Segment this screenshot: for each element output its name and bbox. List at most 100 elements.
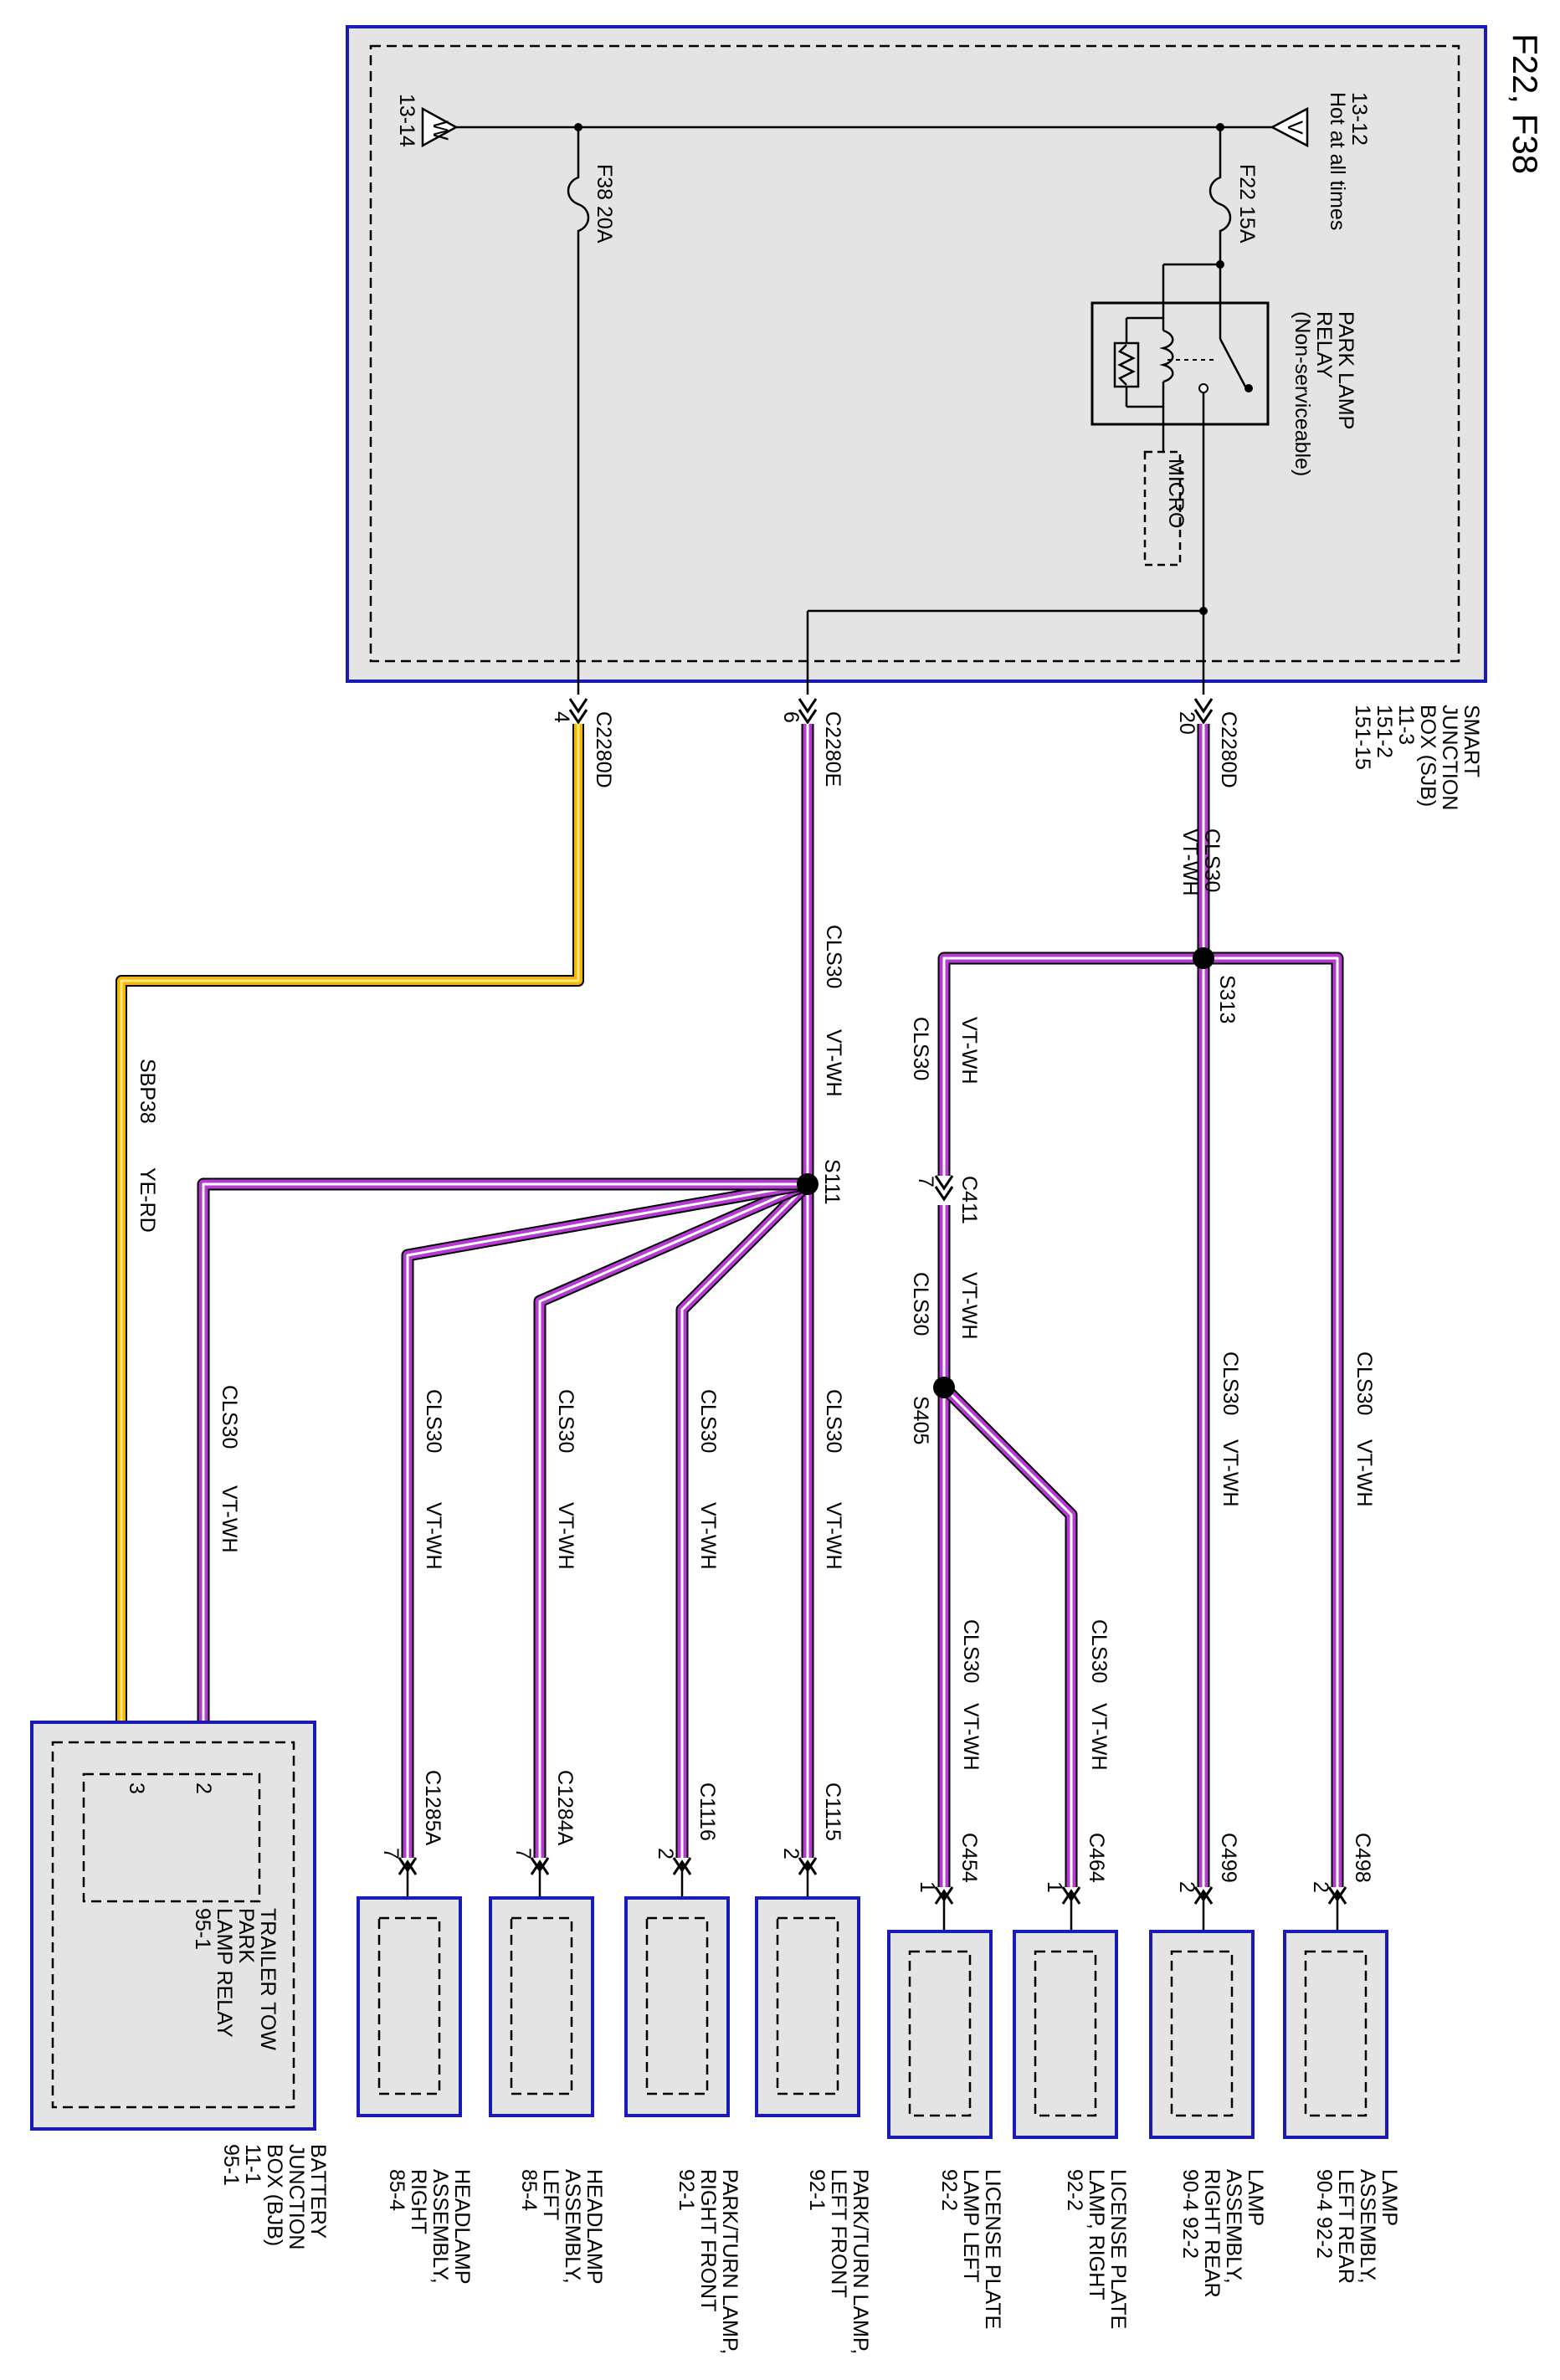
wire-label-yellow-color: YE-RD bbox=[136, 1167, 159, 1233]
c499-name: C499 bbox=[1217, 1833, 1240, 1883]
c411-name: C411 bbox=[957, 1176, 981, 1224]
license-right-inner bbox=[1034, 1950, 1097, 2117]
splice-s313 bbox=[1193, 947, 1214, 969]
park-turn-right-inner bbox=[645, 1916, 709, 2095]
wire-label-color: VT-WH bbox=[822, 1029, 845, 1097]
c454-name: C454 bbox=[957, 1833, 981, 1883]
svg-text:RIGHT: RIGHT bbox=[407, 2169, 430, 2234]
fuse-f22-label: F22 15A bbox=[1235, 164, 1259, 244]
sjb-label-1: SMART bbox=[1460, 705, 1483, 777]
c2280d-4-name: C2280D bbox=[592, 711, 615, 788]
svg-text:PARK/TURN LAMP,: PARK/TURN LAMP, bbox=[718, 2169, 742, 2354]
splice-s313-label: S313 bbox=[1215, 975, 1239, 1023]
wire-label-color: VT-WH bbox=[696, 1502, 720, 1570]
label-park-turn-right: PARK/TURN LAMP, RIGHT FRONT 92-1 bbox=[675, 2169, 742, 2354]
sjb-inner-outline bbox=[369, 44, 1460, 663]
lamp-left-rear-inner bbox=[1304, 1950, 1368, 2117]
lamp-right-rear-box bbox=[1149, 1930, 1255, 2139]
wire-label-circuit: CLS30 bbox=[422, 1389, 445, 1453]
svg-text:LICENSE PLATE: LICENSE PLATE bbox=[981, 2169, 1004, 2329]
wire-stripe bbox=[942, 957, 1203, 1176]
wire-label-color: VT-WH bbox=[957, 1272, 981, 1340]
label-lamp-left-rear: LAMP ASSEMBLY, LEFT REAR 90-4 92-2 bbox=[1312, 2169, 1401, 2284]
f38-fuse-line bbox=[567, 127, 590, 695]
headlamp-left-box bbox=[489, 1896, 594, 2117]
splice-s111-label: S111 bbox=[820, 1159, 844, 1205]
wire-s111-to-c1285a bbox=[403, 1179, 808, 1858]
label-park-turn-left: PARK/TURN LAMP, LEFT FRONT 92-1 bbox=[805, 2169, 872, 2354]
trailer-relay-label-1: TRAILER TOW bbox=[256, 1908, 280, 2050]
svg-text:ASSEMBLY,: ASSEMBLY, bbox=[1356, 2169, 1379, 2284]
c1284a-pin: 7 bbox=[511, 1848, 535, 1859]
label-license-right: LICENSE PLATE LAMP, RIGHT 92-2 bbox=[1063, 2169, 1130, 2329]
relay-switch-arm bbox=[1219, 338, 1247, 387]
bus-v-triangle bbox=[1270, 106, 1309, 148]
trailer-pin-2: 2 bbox=[192, 1782, 215, 1794]
svg-text:90-4 92-2: 90-4 92-2 bbox=[1312, 2169, 1336, 2259]
relay-switch-out bbox=[1198, 383, 1208, 393]
c2280e-6-name: C2280E bbox=[821, 711, 844, 787]
park-turn-right-box bbox=[624, 1896, 730, 2117]
f22-fuse-line bbox=[1208, 127, 1232, 268]
c464-pin: 1 bbox=[1043, 1881, 1066, 1893]
bus-v-label: V bbox=[1283, 121, 1306, 135]
wire-stripe bbox=[202, 1182, 808, 1732]
connector-c411 bbox=[934, 1175, 954, 1202]
svg-text:85-4: 85-4 bbox=[517, 2169, 541, 2211]
svg-text:LEFT FRONT: LEFT FRONT bbox=[827, 2169, 850, 2298]
headlamp-right-box bbox=[357, 1896, 462, 2117]
svg-text:LEFT: LEFT bbox=[539, 2169, 562, 2220]
license-right-box bbox=[1013, 1930, 1118, 2139]
wire-label-color: VT-WH bbox=[959, 1703, 983, 1771]
relay-label-2: RELAY bbox=[1312, 311, 1336, 378]
wire-label-color: VT-WH bbox=[218, 1485, 241, 1553]
svg-text:HEADLAMP: HEADLAMP bbox=[582, 2169, 606, 2285]
svg-text:85-4: 85-4 bbox=[385, 2169, 408, 2211]
bus-w-label: W bbox=[428, 121, 452, 141]
trailer-pin-3: 3 bbox=[125, 1782, 148, 1794]
c1115-pin: 2 bbox=[779, 1848, 803, 1859]
connector-c2280e-6 bbox=[798, 698, 818, 725]
splice-s111 bbox=[797, 1173, 818, 1195]
c1116-pin: 2 bbox=[654, 1848, 677, 1859]
bus-w-triangle bbox=[421, 106, 459, 148]
sjb-label-3: BOX (SJB) bbox=[1416, 705, 1439, 807]
diagram-title: F22, F38 bbox=[1506, 33, 1545, 174]
splice-s405 bbox=[933, 1377, 955, 1398]
wire-label-circuit: CLS30 bbox=[909, 1272, 932, 1336]
c2280d-20-pin: 20 bbox=[1175, 711, 1198, 735]
micro-box bbox=[1143, 450, 1182, 567]
hot-at-all-times-ref: 13-12 bbox=[1347, 92, 1371, 146]
wire-stripe bbox=[1203, 957, 1339, 1887]
lamp-right-rear-inner bbox=[1170, 1950, 1234, 2117]
wire-outline bbox=[401, 1177, 809, 1858]
sjb-label-2: JUNCTION bbox=[1438, 705, 1461, 810]
c498-name: C498 bbox=[1351, 1833, 1374, 1883]
svg-text:PARK/TURN LAMP,: PARK/TURN LAMP, bbox=[849, 2169, 872, 2354]
wire-label-circuit: CLS30 bbox=[696, 1389, 720, 1453]
lamp-left-rear-box bbox=[1283, 1930, 1388, 2139]
wire-s111-to-c1284a bbox=[535, 1179, 810, 1858]
wire-label-circuit: CLS30 bbox=[1200, 828, 1224, 892]
c411-pin: 7 bbox=[914, 1176, 937, 1187]
wire-label-color: VT-WH bbox=[957, 1017, 981, 1085]
wire-label-circuit: CLS30 bbox=[1219, 1352, 1242, 1415]
wire-label-circuit: CLS30 bbox=[909, 1017, 932, 1080]
wire-label-circuit: CLS30 bbox=[822, 925, 845, 988]
svg-text:ASSEMBLY,: ASSEMBLY, bbox=[428, 2169, 452, 2284]
svg-text:11-1: 11-1 bbox=[241, 2144, 264, 2184]
svg-text:95-1: 95-1 bbox=[219, 2144, 243, 2186]
wire-stripe bbox=[680, 1182, 809, 1858]
park-turn-left-box bbox=[755, 1896, 860, 2117]
c454-pin: 1 bbox=[916, 1881, 939, 1893]
wire-sbp38-outer bbox=[115, 724, 584, 1732]
trailer-relay-label-4: 95-1 bbox=[191, 1908, 214, 1950]
wire-label-color: VT-WH bbox=[822, 1502, 845, 1570]
wire-stripe bbox=[942, 1386, 1073, 1887]
relay-resistor-zigzag bbox=[1117, 344, 1136, 386]
svg-text:LAMP LEFT: LAMP LEFT bbox=[959, 2169, 983, 2283]
headlamp-right-inner bbox=[377, 1916, 441, 2095]
wire-label-color: VT-WH bbox=[1352, 1439, 1376, 1507]
svg-text:LAMP, RIGHT: LAMP, RIGHT bbox=[1085, 2169, 1108, 2300]
license-left-box bbox=[887, 1930, 993, 2139]
